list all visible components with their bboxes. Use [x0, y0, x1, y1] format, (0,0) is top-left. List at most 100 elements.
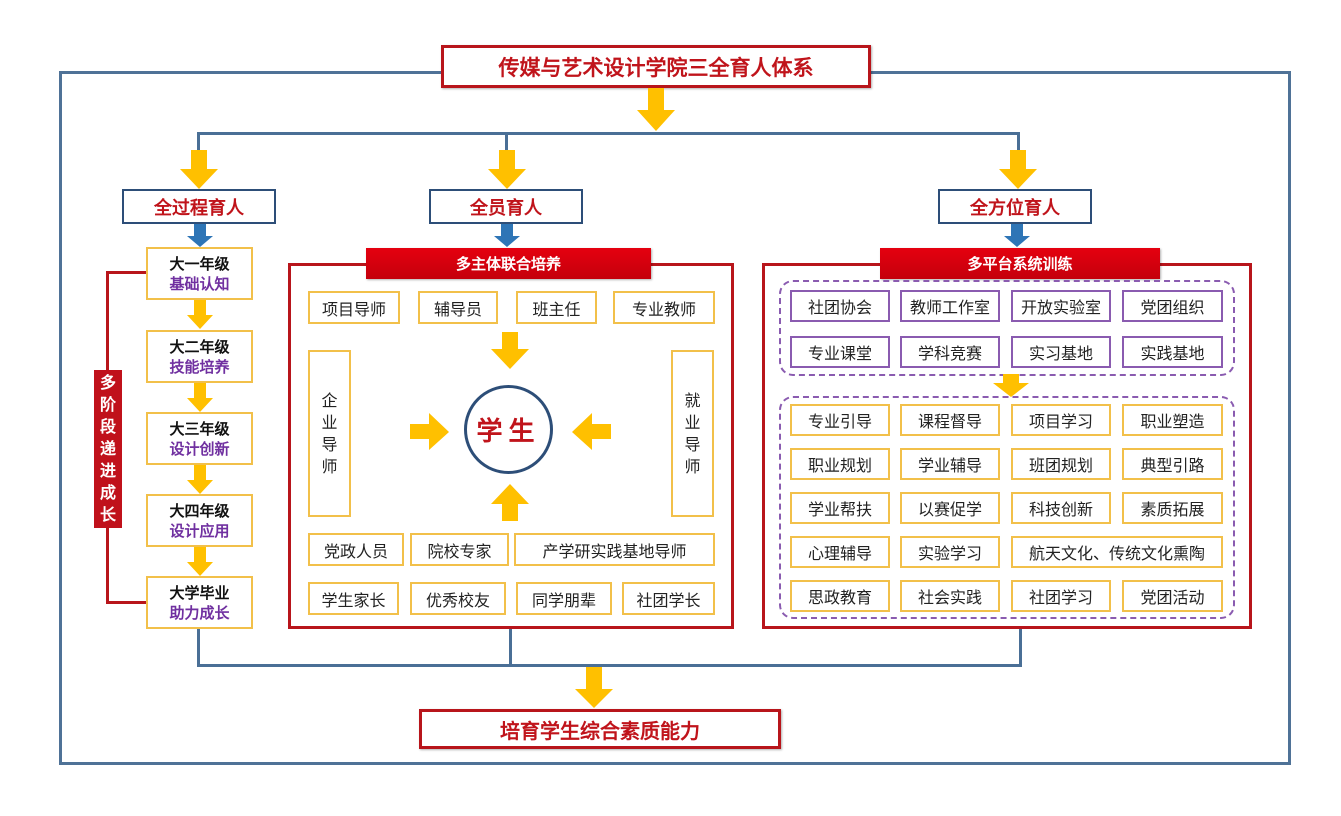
badge-char: 递	[99, 439, 116, 458]
training-box: 学业辅导	[900, 448, 1000, 480]
vertical-char: 师	[321, 456, 338, 476]
training-box: 社会实践	[900, 580, 1000, 612]
training-box: 职业塑造	[1122, 404, 1223, 436]
vertical-char: 业	[684, 412, 701, 432]
platform-box: 实践基地	[1122, 336, 1223, 368]
vertical-char: 就	[684, 390, 701, 410]
training-group	[779, 396, 1235, 619]
training-box: 思政教育	[790, 580, 890, 612]
training-box: 素质拓展	[1122, 492, 1223, 524]
arrow-down-title	[637, 88, 675, 131]
training-box: 专业引导	[790, 404, 890, 436]
arrow-to-student-bottom	[491, 484, 529, 521]
stage-focus: 设计创新	[169, 439, 230, 458]
stage-graduation: 大学毕业助力成长	[146, 576, 253, 629]
arrow-down-result	[575, 667, 613, 708]
mentor-box: 院校专家	[410, 533, 509, 566]
stage-grade: 大二年级	[169, 337, 230, 356]
connector-top-left	[197, 132, 200, 152]
mentor-box: 项目导师	[308, 291, 400, 324]
pillar-all-round: 全方位育人	[938, 189, 1092, 224]
arrow-platforms-to-trainings	[993, 374, 1029, 397]
stage-focus: 基础认知	[169, 274, 230, 293]
mentor-box: 产学研实践基地导师	[514, 533, 715, 566]
stage-year-3: 大三年级设计创新	[146, 412, 253, 465]
training-box: 职业规划	[790, 448, 890, 480]
arrow-stage-1-2	[187, 300, 213, 329]
platform-box: 实习基地	[1011, 336, 1111, 368]
arrow-stage-4-5	[187, 547, 213, 576]
training-box: 心理辅导	[790, 536, 890, 568]
stage-grade: 大学毕业	[169, 583, 230, 602]
mentor-box: 优秀校友	[410, 582, 506, 615]
diagram-title: 传媒与艺术设计学院三全育人体系	[441, 45, 871, 88]
stage-grade: 大四年级	[169, 501, 230, 520]
mentor-box: 社团学长	[622, 582, 715, 615]
training-box: 以赛促学	[900, 492, 1000, 524]
badge-char: 成	[99, 483, 116, 502]
connector-top-mid	[505, 132, 508, 152]
arrow-stage-3-4	[187, 465, 213, 494]
training-box: 航天文化、传统文化熏陶	[1011, 536, 1223, 568]
stage-year-4: 大四年级设计应用	[146, 494, 253, 547]
connector-bottom-left	[197, 629, 200, 667]
arrow-down-all-staff	[488, 150, 526, 189]
arrow-to-student-right	[572, 413, 611, 450]
multi-subject-banner: 多主体联合培养	[366, 248, 651, 279]
badge-char: 长	[99, 505, 116, 524]
result-box: 培育学生综合素质能力	[419, 709, 781, 749]
platform-box: 社团协会	[790, 290, 890, 322]
pillar-process: 全过程育人	[122, 189, 276, 224]
stage-year-1: 大一年级基础认知	[146, 247, 253, 300]
stage-badge: 多 阶 段 递 进 成 长	[94, 370, 122, 528]
connector-bottom-mid	[509, 629, 512, 667]
badge-char: 多	[99, 373, 116, 392]
training-box: 社团学习	[1011, 580, 1111, 612]
training-box: 学业帮扶	[790, 492, 890, 524]
vertical-char: 企	[321, 390, 338, 410]
arrow-blue-all-round	[1004, 224, 1030, 247]
arrow-to-student-left	[410, 413, 449, 450]
vertical-char: 导	[684, 434, 701, 454]
platform-box: 专业课堂	[790, 336, 890, 368]
vertical-char: 导	[321, 434, 338, 454]
training-box: 典型引路	[1122, 448, 1223, 480]
mentor-box: 专业教师	[613, 291, 715, 324]
student-circle: 学生	[464, 385, 553, 474]
arrow-blue-process	[187, 224, 213, 247]
platform-box: 开放实验室	[1011, 290, 1111, 322]
connector-top-horizontal	[197, 132, 1020, 135]
arrow-blue-all-staff	[494, 224, 520, 247]
connector-bottom-horizontal	[197, 664, 1022, 667]
training-box: 班团规划	[1011, 448, 1111, 480]
badge-char: 段	[99, 417, 116, 436]
platform-box: 教师工作室	[900, 290, 1000, 322]
enterprise-mentor-box: 企 业 导 师	[308, 350, 351, 517]
vertical-char: 业	[321, 412, 338, 432]
mentor-box: 党政人员	[308, 533, 404, 566]
platform-box: 党团组织	[1122, 290, 1223, 322]
stage-year-2: 大二年级技能培养	[146, 330, 253, 383]
connector-bottom-right	[1019, 629, 1022, 667]
employment-mentor-box: 就 业 导 师	[671, 350, 714, 517]
arrow-down-process	[180, 150, 218, 189]
arrow-to-student-top	[491, 332, 529, 369]
arrow-stage-2-3	[187, 383, 213, 412]
mentor-box: 同学朋辈	[516, 582, 612, 615]
mentor-box: 学生家长	[308, 582, 399, 615]
stage-focus: 设计应用	[169, 521, 230, 540]
pillar-all-staff: 全员育人	[429, 189, 583, 224]
arrow-down-all-round	[999, 150, 1037, 189]
badge-char: 阶	[99, 395, 116, 414]
stage-grade: 大一年级	[169, 254, 230, 273]
training-box: 党团活动	[1122, 580, 1223, 612]
badge-char: 进	[99, 461, 116, 480]
mentor-box: 辅导员	[418, 291, 498, 324]
vertical-char: 师	[684, 456, 701, 476]
training-box: 科技创新	[1011, 492, 1111, 524]
stage-focus: 技能培养	[169, 357, 230, 376]
multi-platform-panel	[762, 263, 1252, 629]
connector-top-right	[1017, 132, 1020, 152]
training-box: 实验学习	[900, 536, 1000, 568]
training-box: 课程督导	[900, 404, 1000, 436]
